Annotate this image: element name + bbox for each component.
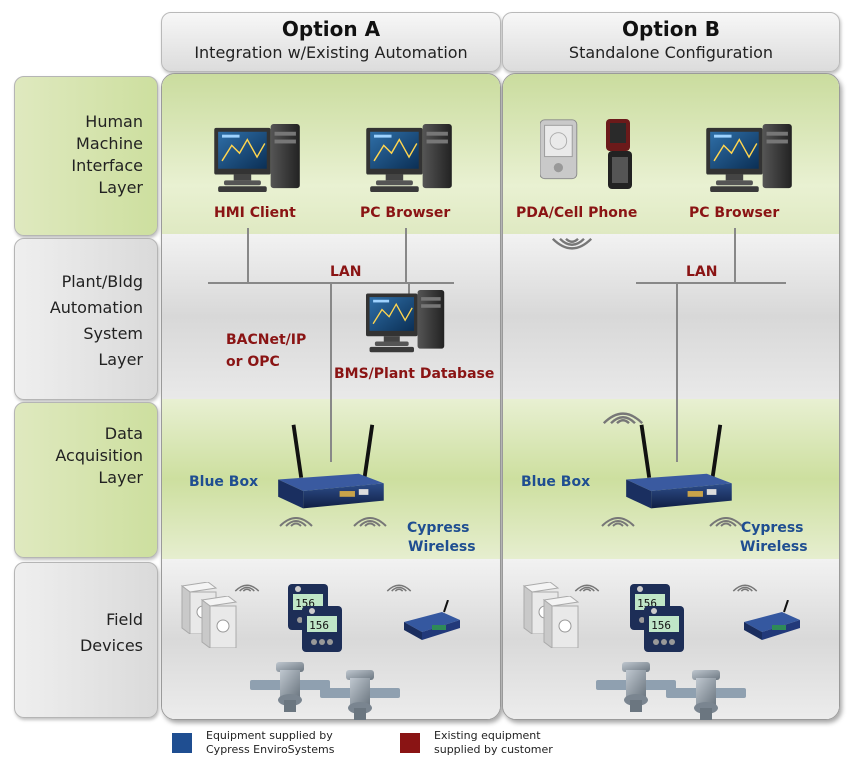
option-b-router-waves-icon — [598, 392, 648, 428]
layer-hmi-line-1: Human — [85, 112, 143, 131]
pda-icon — [540, 118, 586, 186]
layer-field-devices: Field Devices — [14, 562, 158, 718]
legend-blue-swatch — [172, 733, 192, 753]
option-a-pc-drop — [405, 228, 407, 282]
option-a-title: Option A — [281, 17, 381, 41]
pda-wireless-waves-icon — [548, 234, 596, 270]
option-b-flow-sensor-icon — [596, 656, 676, 716]
option-a-flow-sensor-icon — [250, 656, 330, 716]
option-b-wireless-waves-icon — [598, 500, 638, 530]
option-a-header: Option A Integration w/Existing Automati… — [161, 12, 501, 72]
legend-red-text: Existing equipment supplied by customer — [434, 729, 553, 757]
hmi-client-monitor-icon — [214, 124, 302, 194]
option-a-flow-sensor-icon-2 — [320, 664, 400, 724]
option-a-hmi-drop — [247, 228, 249, 282]
layer-data-acquisition-label: Data Acquisition Layer — [55, 423, 143, 489]
option-a-subtitle: Integration w/Existing Automation — [194, 43, 468, 62]
option-a-router-drop — [330, 282, 332, 462]
option-a-waves-field-icon-2 — [384, 572, 414, 594]
option-b-header: Option B Standalone Configuration — [502, 12, 840, 72]
option-a-wireless-waves-icon-2 — [350, 500, 390, 530]
option-b-pc-browser-label: PC Browser — [689, 205, 780, 221]
layer-hmi-line-2: Machine — [76, 134, 143, 153]
option-b-flow-sensor-icon-2 — [666, 664, 746, 724]
bms-monitor-icon — [366, 290, 446, 354]
hmi-client-label: HMI Client — [214, 205, 296, 221]
option-b-lan-line — [636, 282, 786, 284]
layer-automation-line-2: Automation — [49, 298, 143, 317]
option-b-panel — [502, 73, 840, 720]
legend-blue-line-1: Equipment supplied by — [206, 729, 333, 742]
option-a-cypress-label-1: Cypress — [407, 520, 470, 536]
layer-data-line-1: Data — [104, 424, 143, 443]
option-b-cypress-label-1: Cypress — [741, 520, 804, 536]
layer-automation-label: Plant/Bldg Automation System Layer — [50, 269, 143, 373]
option-a-blue-box-label: Blue Box — [189, 474, 259, 490]
layer-data-acquisition: Data Acquisition Layer — [14, 402, 158, 558]
layer-data-line-2: Acquisition — [55, 446, 143, 465]
legend-red-swatch — [400, 733, 420, 753]
cell-phone-icon — [604, 118, 634, 190]
option-a-lan-label: LAN — [330, 264, 362, 280]
option-b-automation-band — [503, 234, 839, 399]
option-b-waves-field-icon-2 — [730, 572, 760, 594]
option-a-meter-icon-2 — [302, 606, 342, 652]
legend-blue-text: Equipment supplied by Cypress EnviroSyst… — [206, 729, 334, 757]
option-a-sensor-board-icon — [402, 600, 462, 640]
option-b-wireless-waves-icon-2 — [706, 500, 746, 530]
layer-hmi-label: Human Machine Interface Layer — [71, 111, 143, 199]
option-a-pc-browser-label: PC Browser — [360, 205, 451, 221]
legend-red-line-2: supplied by customer — [434, 743, 553, 756]
layer-field-line-2: Devices — [79, 636, 143, 655]
layer-field-label: Field Devices — [80, 607, 143, 659]
option-b-enclosure-icon-2 — [540, 596, 580, 648]
legend-red-line-1: Existing equipment — [434, 729, 541, 742]
bms-label: BMS/Plant Database — [334, 366, 495, 382]
layer-hmi-line-3: Interface — [71, 156, 143, 175]
layer-data-line-3: Layer — [98, 468, 143, 487]
protocol-label-2: or OPC — [226, 354, 280, 370]
layer-automation-line-4: Layer — [98, 350, 143, 369]
option-b-waves-field-icon — [572, 572, 602, 594]
layer-field-line-1: Field — [106, 610, 143, 629]
option-a-bms-drop — [408, 282, 410, 296]
option-a-waves-field-icon — [232, 572, 262, 594]
layer-automation: Plant/Bldg Automation System Layer — [14, 238, 158, 400]
option-a-panel — [161, 73, 501, 720]
layer-automation-line-3: System — [83, 324, 143, 343]
option-b-pc-monitor-icon — [706, 124, 794, 194]
option-b-title: Option B — [622, 17, 720, 41]
option-b-cypress-label-2: Wireless — [740, 539, 808, 555]
protocol-label-1: BACNet/IP — [226, 332, 307, 348]
pda-label: PDA/Cell Phone — [516, 205, 638, 221]
option-b-pc-drop — [734, 228, 736, 282]
option-b-blue-box-label: Blue Box — [521, 474, 591, 490]
option-b-lan-label: LAN — [686, 264, 718, 280]
option-a-enclosure-icon-2 — [198, 596, 238, 648]
option-b-sensor-board-icon — [742, 600, 802, 640]
option-b-meter-icon-2 — [644, 606, 684, 652]
legend-blue-line-2: Cypress EnviroSystems — [206, 743, 335, 756]
option-b-router-drop — [676, 282, 678, 462]
layer-automation-line-1: Plant/Bldg — [61, 272, 143, 291]
option-b-subtitle: Standalone Configuration — [568, 43, 774, 62]
option-a-pc-monitor-icon — [366, 124, 454, 194]
layer-hmi-line-4: Layer — [98, 178, 143, 197]
layer-hmi: Human Machine Interface Layer — [14, 76, 158, 236]
option-a-wireless-waves-icon — [276, 500, 316, 530]
option-a-cypress-label-2: Wireless — [408, 539, 476, 555]
